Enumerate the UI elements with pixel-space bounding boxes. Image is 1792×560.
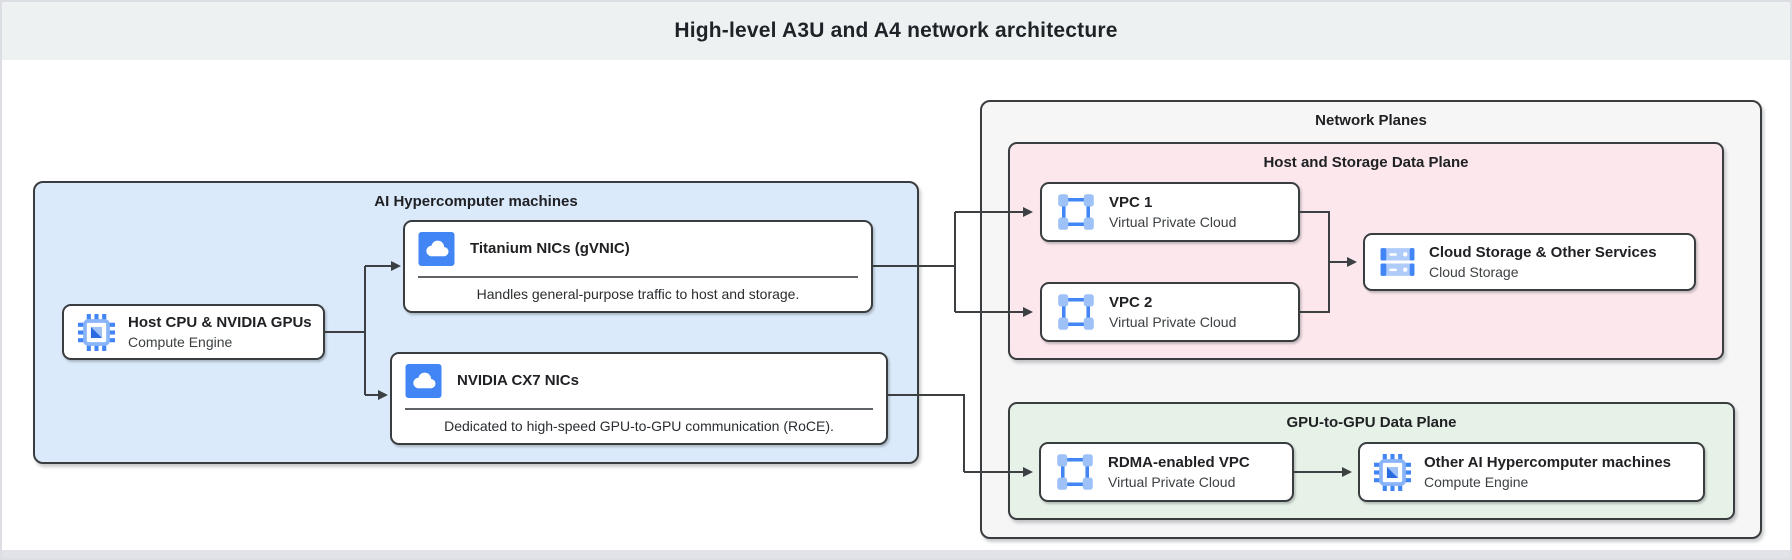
host-cpu-node-title: Host CPU & NVIDIA GPUs: [128, 313, 312, 331]
nvidia-cx7-nic-description: Dedicated to high-speed GPU-to-GPU commu…: [444, 418, 834, 435]
vpc1-title: VPC 1: [1109, 193, 1153, 211]
other-ai-machines-title: Other AI Hypercomputer machines: [1424, 453, 1672, 471]
nvidia-cx7-nic-node: NVIDIA CX7 NICs Dedicated to high-speed …: [390, 352, 888, 445]
cloud-storage-title: Cloud Storage & Other Services: [1429, 243, 1657, 261]
host-cpu-node-subtitle: Compute Engine: [128, 334, 233, 351]
other-ai-machines-node: Other AI Hypercomputer machines Compute …: [1358, 442, 1705, 502]
vpc1-node: VPC 1 Virtual Private Cloud: [1040, 182, 1300, 242]
divider: [405, 407, 873, 410]
cloud-storage-subtitle: Cloud Storage: [1429, 264, 1519, 281]
network-planes-title: Network Planes: [1315, 112, 1427, 129]
vpc2-title: VPC 2: [1109, 293, 1153, 311]
host-cpu-node: Host CPU & NVIDIA GPUs Compute Engine: [62, 304, 325, 360]
vpc2-node: VPC 2 Virtual Private Cloud: [1040, 282, 1300, 342]
vpc1-subtitle: Virtual Private Cloud: [1109, 214, 1237, 231]
titanium-nic-description: Handles general-purpose traffic to host …: [476, 286, 800, 303]
compute-engine-icon: [78, 313, 115, 351]
page-bottom-strip: [2, 550, 1790, 558]
vpc-icon: [1056, 292, 1096, 332]
titanium-nic-title: Titanium NICs (gVNIC): [470, 240, 630, 258]
titanium-nic-node: Titanium NICs (gVNIC) Handles general-pu…: [403, 220, 873, 313]
nvidia-cx7-nic-title: NVIDIA CX7 NICs: [457, 372, 579, 390]
cloud-storage-node: Cloud Storage & Other Services Cloud Sto…: [1363, 233, 1696, 291]
other-ai-machines-subtitle: Compute Engine: [1424, 474, 1529, 491]
rdma-vpc-subtitle: Virtual Private Cloud: [1108, 474, 1236, 491]
cloud-icon: [405, 363, 442, 398]
ai-hypercomputer-machines-title: AI Hypercomputer machines: [374, 193, 578, 210]
rdma-vpc-title: RDMA-enabled VPC: [1108, 453, 1250, 471]
compute-engine-icon: [1374, 453, 1411, 491]
gpu-data-plane-title: GPU-to-GPU Data Plane: [1286, 414, 1457, 431]
vpc2-subtitle: Virtual Private Cloud: [1109, 314, 1237, 331]
divider: [418, 275, 858, 278]
rdma-vpc-node: RDMA-enabled VPC Virtual Private Cloud: [1039, 442, 1294, 502]
host-storage-data-plane-title: Host and Storage Data Plane: [1263, 154, 1469, 171]
cloud-storage-icon: [1380, 248, 1415, 276]
vpc-icon: [1056, 192, 1096, 232]
diagram-header: High-level A3U and A4 network architectu…: [2, 2, 1790, 60]
vpc-icon: [1055, 452, 1095, 492]
cloud-icon: [418, 231, 455, 266]
page-title: High-level A3U and A4 network architectu…: [674, 19, 1118, 42]
